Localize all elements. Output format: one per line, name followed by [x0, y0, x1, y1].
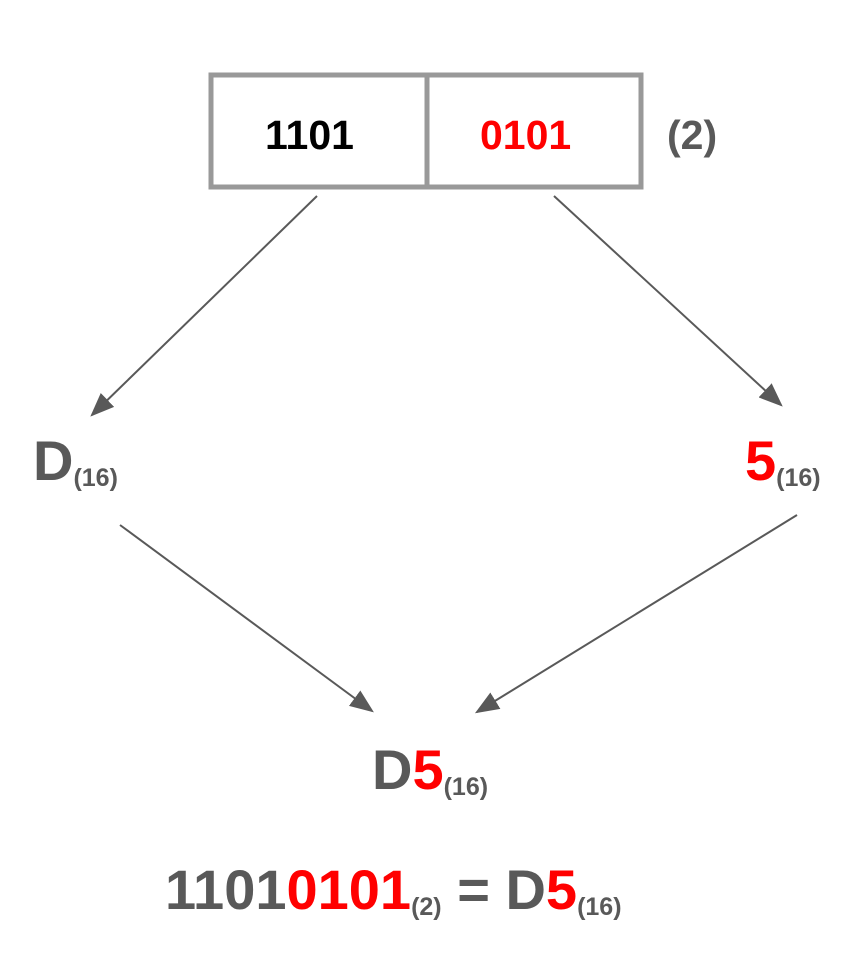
arrow-left-nibble-to-d: [90, 195, 318, 417]
hex-digit-5-node: 5(16): [745, 433, 821, 492]
conversion-equation: 11010101(2) = D5(16): [165, 862, 622, 921]
result-hex-node: D5(16): [372, 742, 489, 801]
equation-binary-low: 0101: [286, 858, 412, 921]
nibble-box-right-cell: [424, 72, 644, 190]
result-digit-5: 5: [412, 738, 444, 801]
equation-binary-base: (2): [411, 893, 442, 921]
arrow-right-nibble-to-5: [553, 195, 783, 407]
equation-hex-5: 5: [545, 858, 578, 921]
result-digit-d: D: [372, 738, 413, 801]
equation-hex-d: D: [505, 858, 546, 921]
result-base: (16): [443, 773, 489, 801]
binary-base-label: (2): [667, 112, 718, 158]
hex-digit-d-node: D(16): [33, 433, 118, 492]
arrow-d-to-result: [119, 524, 374, 713]
equation-hex-base: (16): [577, 893, 622, 921]
hex-digit-d: D: [33, 429, 74, 492]
left-nibble-text: 1101: [265, 112, 354, 158]
arrow-5-to-result: [474, 514, 798, 714]
equation-equals: =: [457, 858, 490, 921]
right-nibble-text: 0101: [480, 112, 572, 158]
equation-binary-high: 1101: [165, 858, 287, 921]
nibble-box-left-cell: [208, 72, 430, 190]
hex-digit-d-base: (16): [73, 464, 118, 492]
hex-digit-5: 5: [745, 429, 777, 492]
hex-digit-5-base: (16): [776, 464, 821, 492]
